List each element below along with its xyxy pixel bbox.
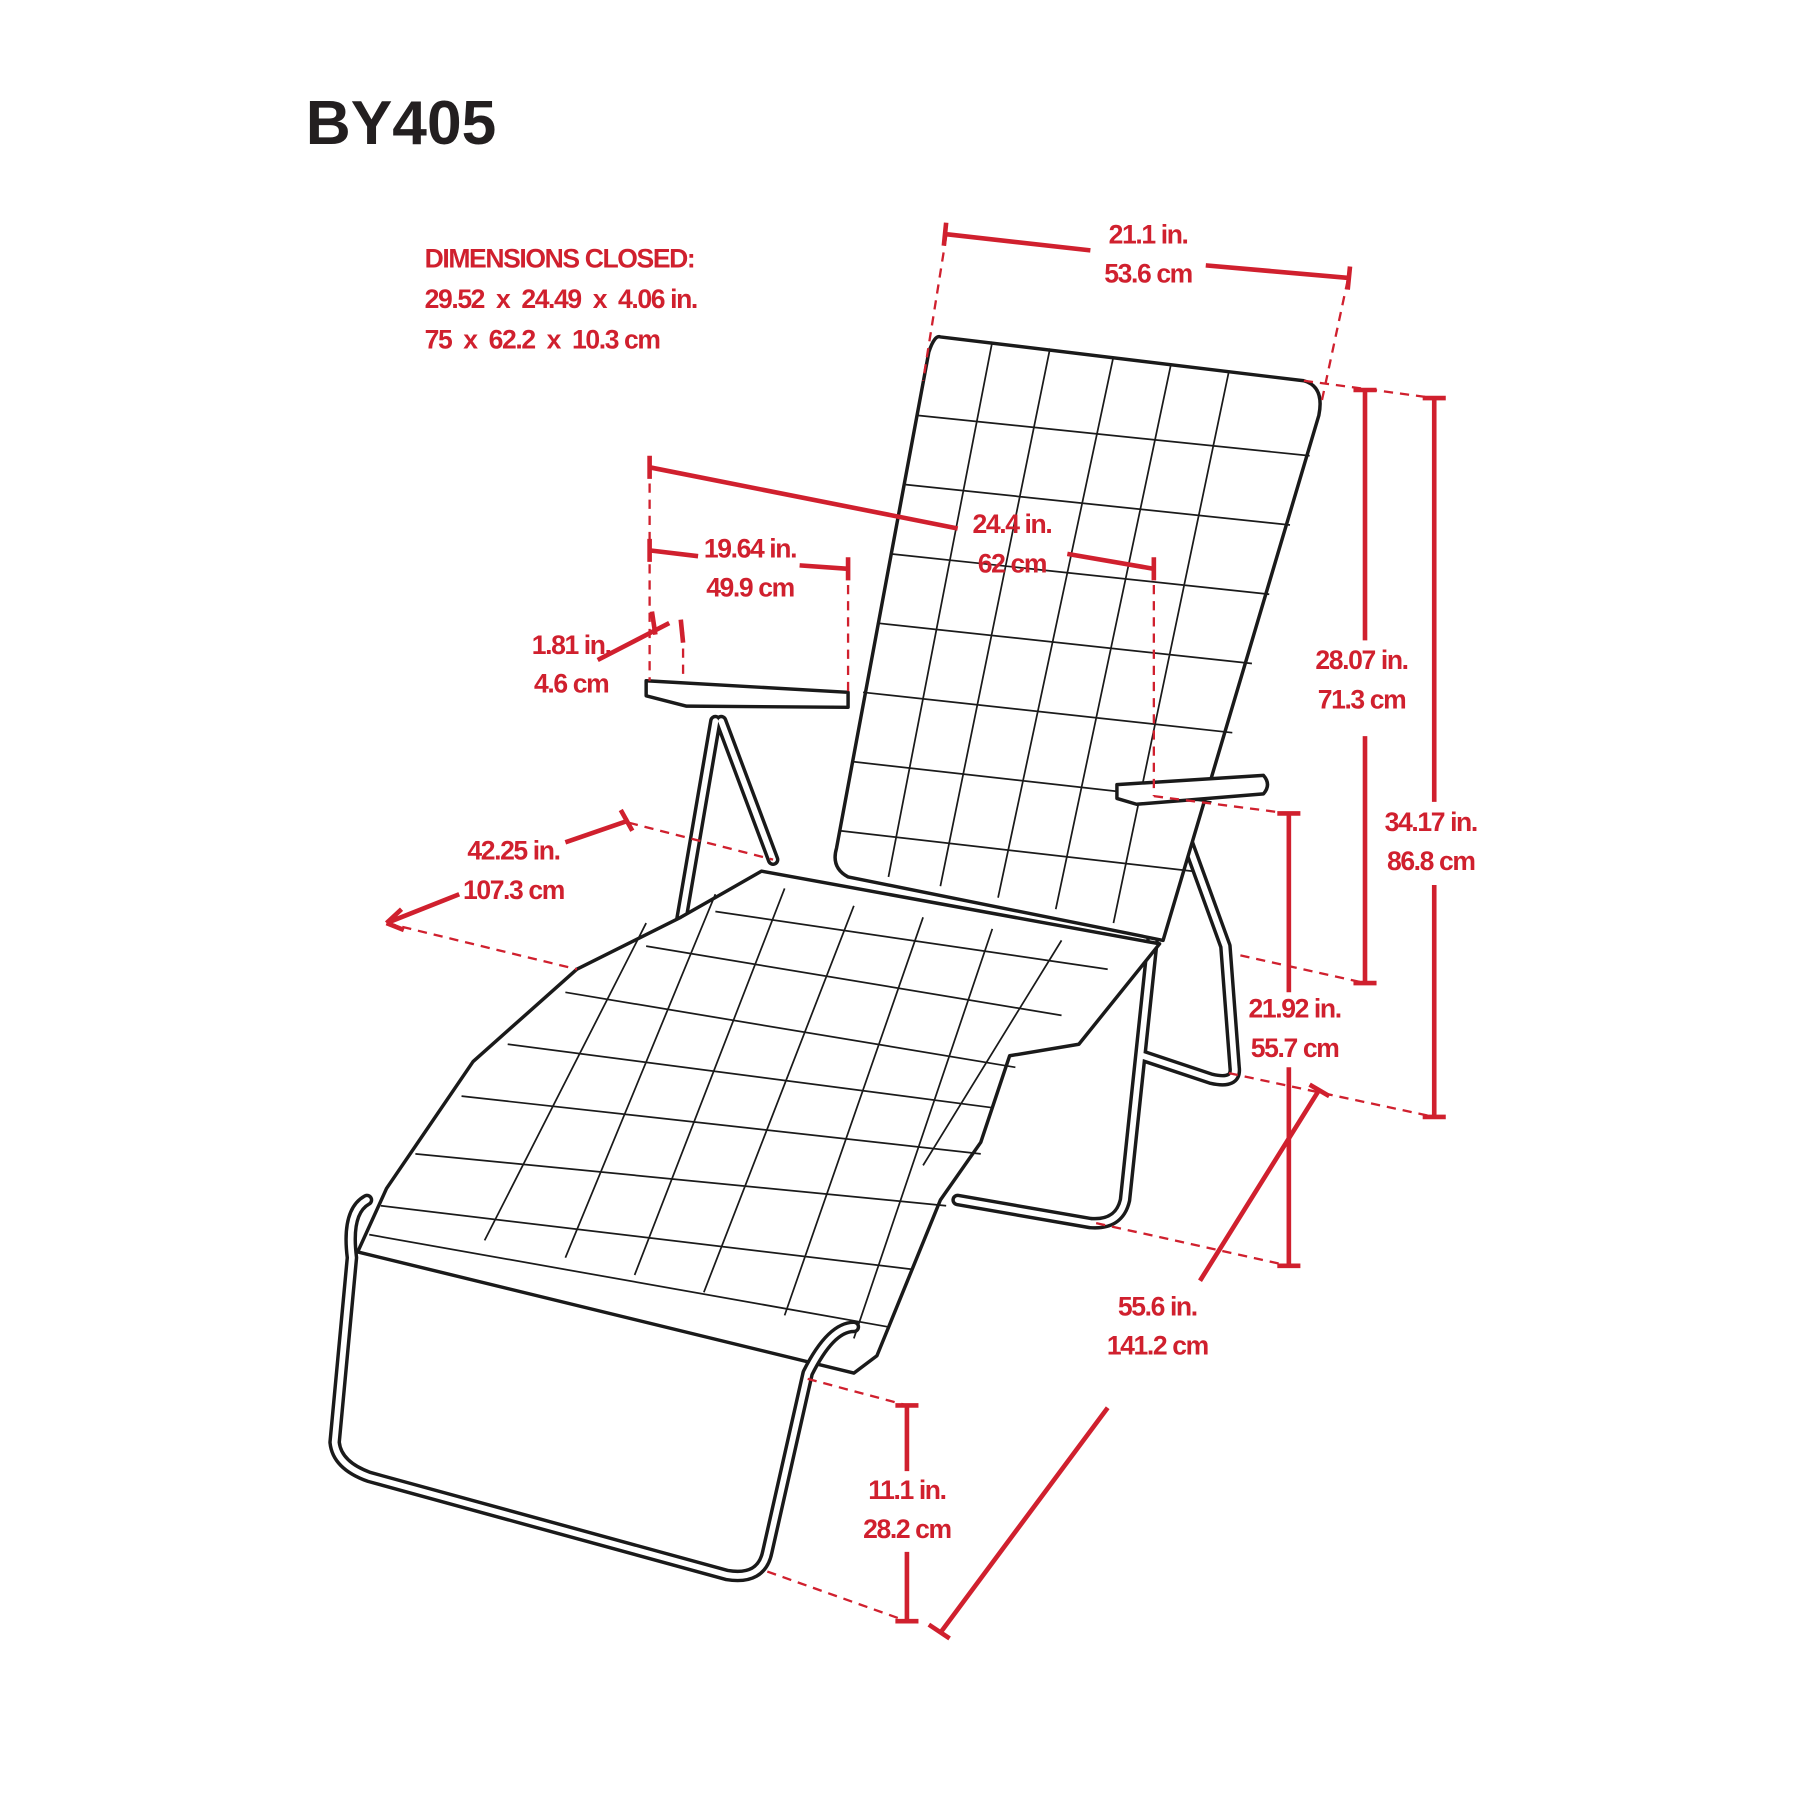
overall-width-cm: 62 cm: [978, 548, 1046, 578]
overall-width-in: 24.4 in.: [973, 509, 1052, 539]
back-width-cm: 53.6 cm: [1104, 259, 1192, 289]
model-title: BY405: [306, 89, 496, 158]
seat-depth-cm: 49.9 cm: [706, 573, 794, 603]
back-height-in: 28.07 in.: [1315, 645, 1407, 675]
dimension-labels: 21.1 in. 53.6 cm 24.4 in. 62 cm 19.64 in…: [463, 219, 1478, 1544]
armrest-thickness-in: 1.81 in.: [532, 630, 611, 660]
dimension-lines: [384, 222, 1446, 1641]
overall-length-in: 55.6 in.: [1118, 1291, 1197, 1321]
closed-inches: 29.52 x 24.49 x 4.06 in.: [425, 284, 697, 314]
overall-length-cm: 141.2 cm: [1107, 1331, 1208, 1361]
seat-depth-in: 19.64 in.: [704, 533, 796, 563]
closed-dimensions: DIMENSIONS CLOSED: 29.52 x 24.49 x 4.06 …: [425, 244, 699, 355]
overall-height-cm: 86.8 cm: [1387, 846, 1475, 876]
seat-width-cm: 107.3 cm: [463, 875, 564, 905]
seat-height-in: 11.1 in.: [868, 1475, 945, 1505]
seat-width-in: 42.25 in.: [467, 836, 559, 866]
closed-cm: 75 x 62.2 x 10.3 cm: [425, 324, 660, 354]
arm-height-in: 21.92 in.: [1249, 994, 1341, 1024]
left-armrest: [644, 679, 850, 710]
chair-drawing: [328, 334, 1322, 1583]
arm-height-cm: 55.7 cm: [1251, 1033, 1339, 1063]
armrest-thickness-cm: 4.6 cm: [534, 668, 608, 698]
closed-heading: DIMENSIONS CLOSED:: [425, 244, 695, 274]
back-width-in: 21.1 in.: [1109, 219, 1188, 249]
overall-height-in: 34.17 in.: [1385, 807, 1477, 837]
back-height-cm: 71.3 cm: [1318, 684, 1406, 714]
seat-height-cm: 28.2 cm: [863, 1514, 951, 1544]
